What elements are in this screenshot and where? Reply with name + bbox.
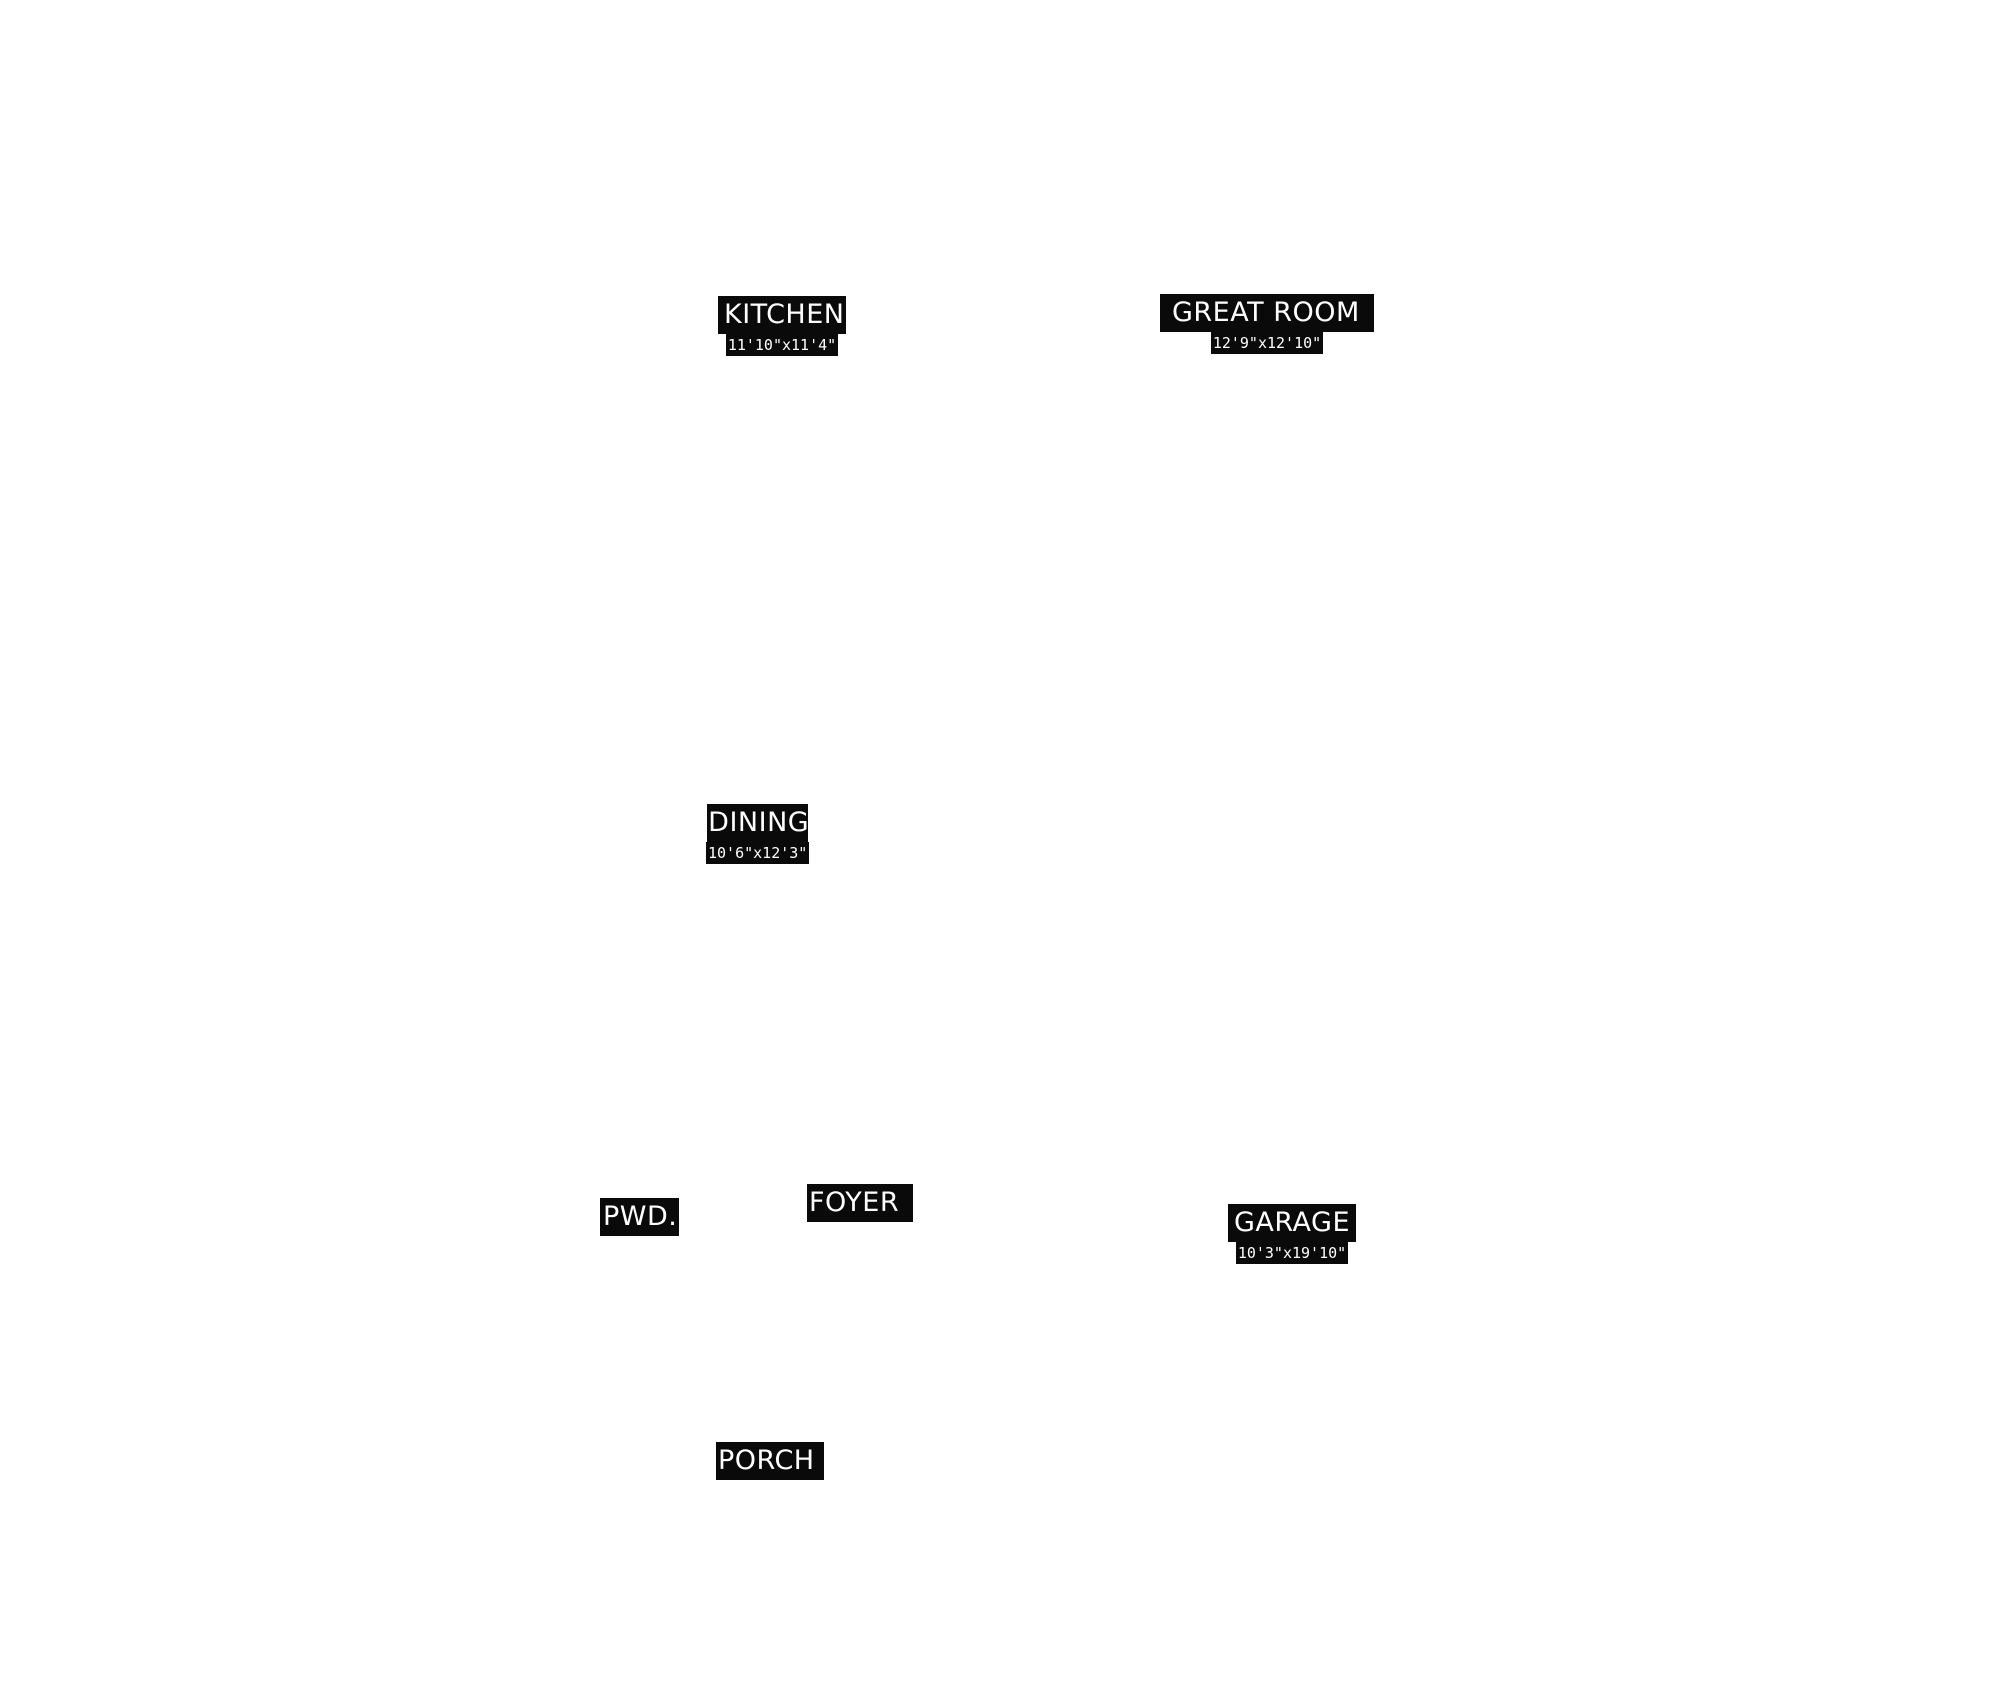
- room-label-porch: PORCH: [716, 1442, 824, 1480]
- room-label-great-room: GREAT ROOM 12'9"x12'10": [1160, 294, 1374, 354]
- room-dimensions: 11'10"x11'4": [725, 334, 839, 356]
- room-dimensions: 12'9"x12'10": [1210, 332, 1324, 354]
- room-dimensions: 10'3"x19'10": [1235, 1242, 1349, 1264]
- room-name: PWD.: [600, 1198, 679, 1236]
- room-label-kitchen: KITCHEN 11'10"x11'4": [718, 296, 846, 356]
- room-label-foyer: FOYER: [807, 1184, 913, 1222]
- room-name: GARAGE: [1228, 1204, 1356, 1242]
- room-name: FOYER: [807, 1184, 913, 1222]
- room-dimensions: 10'6"x12'3": [706, 842, 810, 864]
- room-name: PORCH: [716, 1442, 824, 1480]
- room-name: KITCHEN: [718, 296, 846, 334]
- room-label-garage: GARAGE 10'3"x19'10": [1228, 1204, 1356, 1264]
- room-label-dining: DINING 10'6"x12'3": [706, 804, 810, 864]
- room-label-powder: PWD.: [600, 1198, 679, 1236]
- room-name: GREAT ROOM: [1160, 294, 1374, 332]
- room-name: DINING: [707, 804, 809, 842]
